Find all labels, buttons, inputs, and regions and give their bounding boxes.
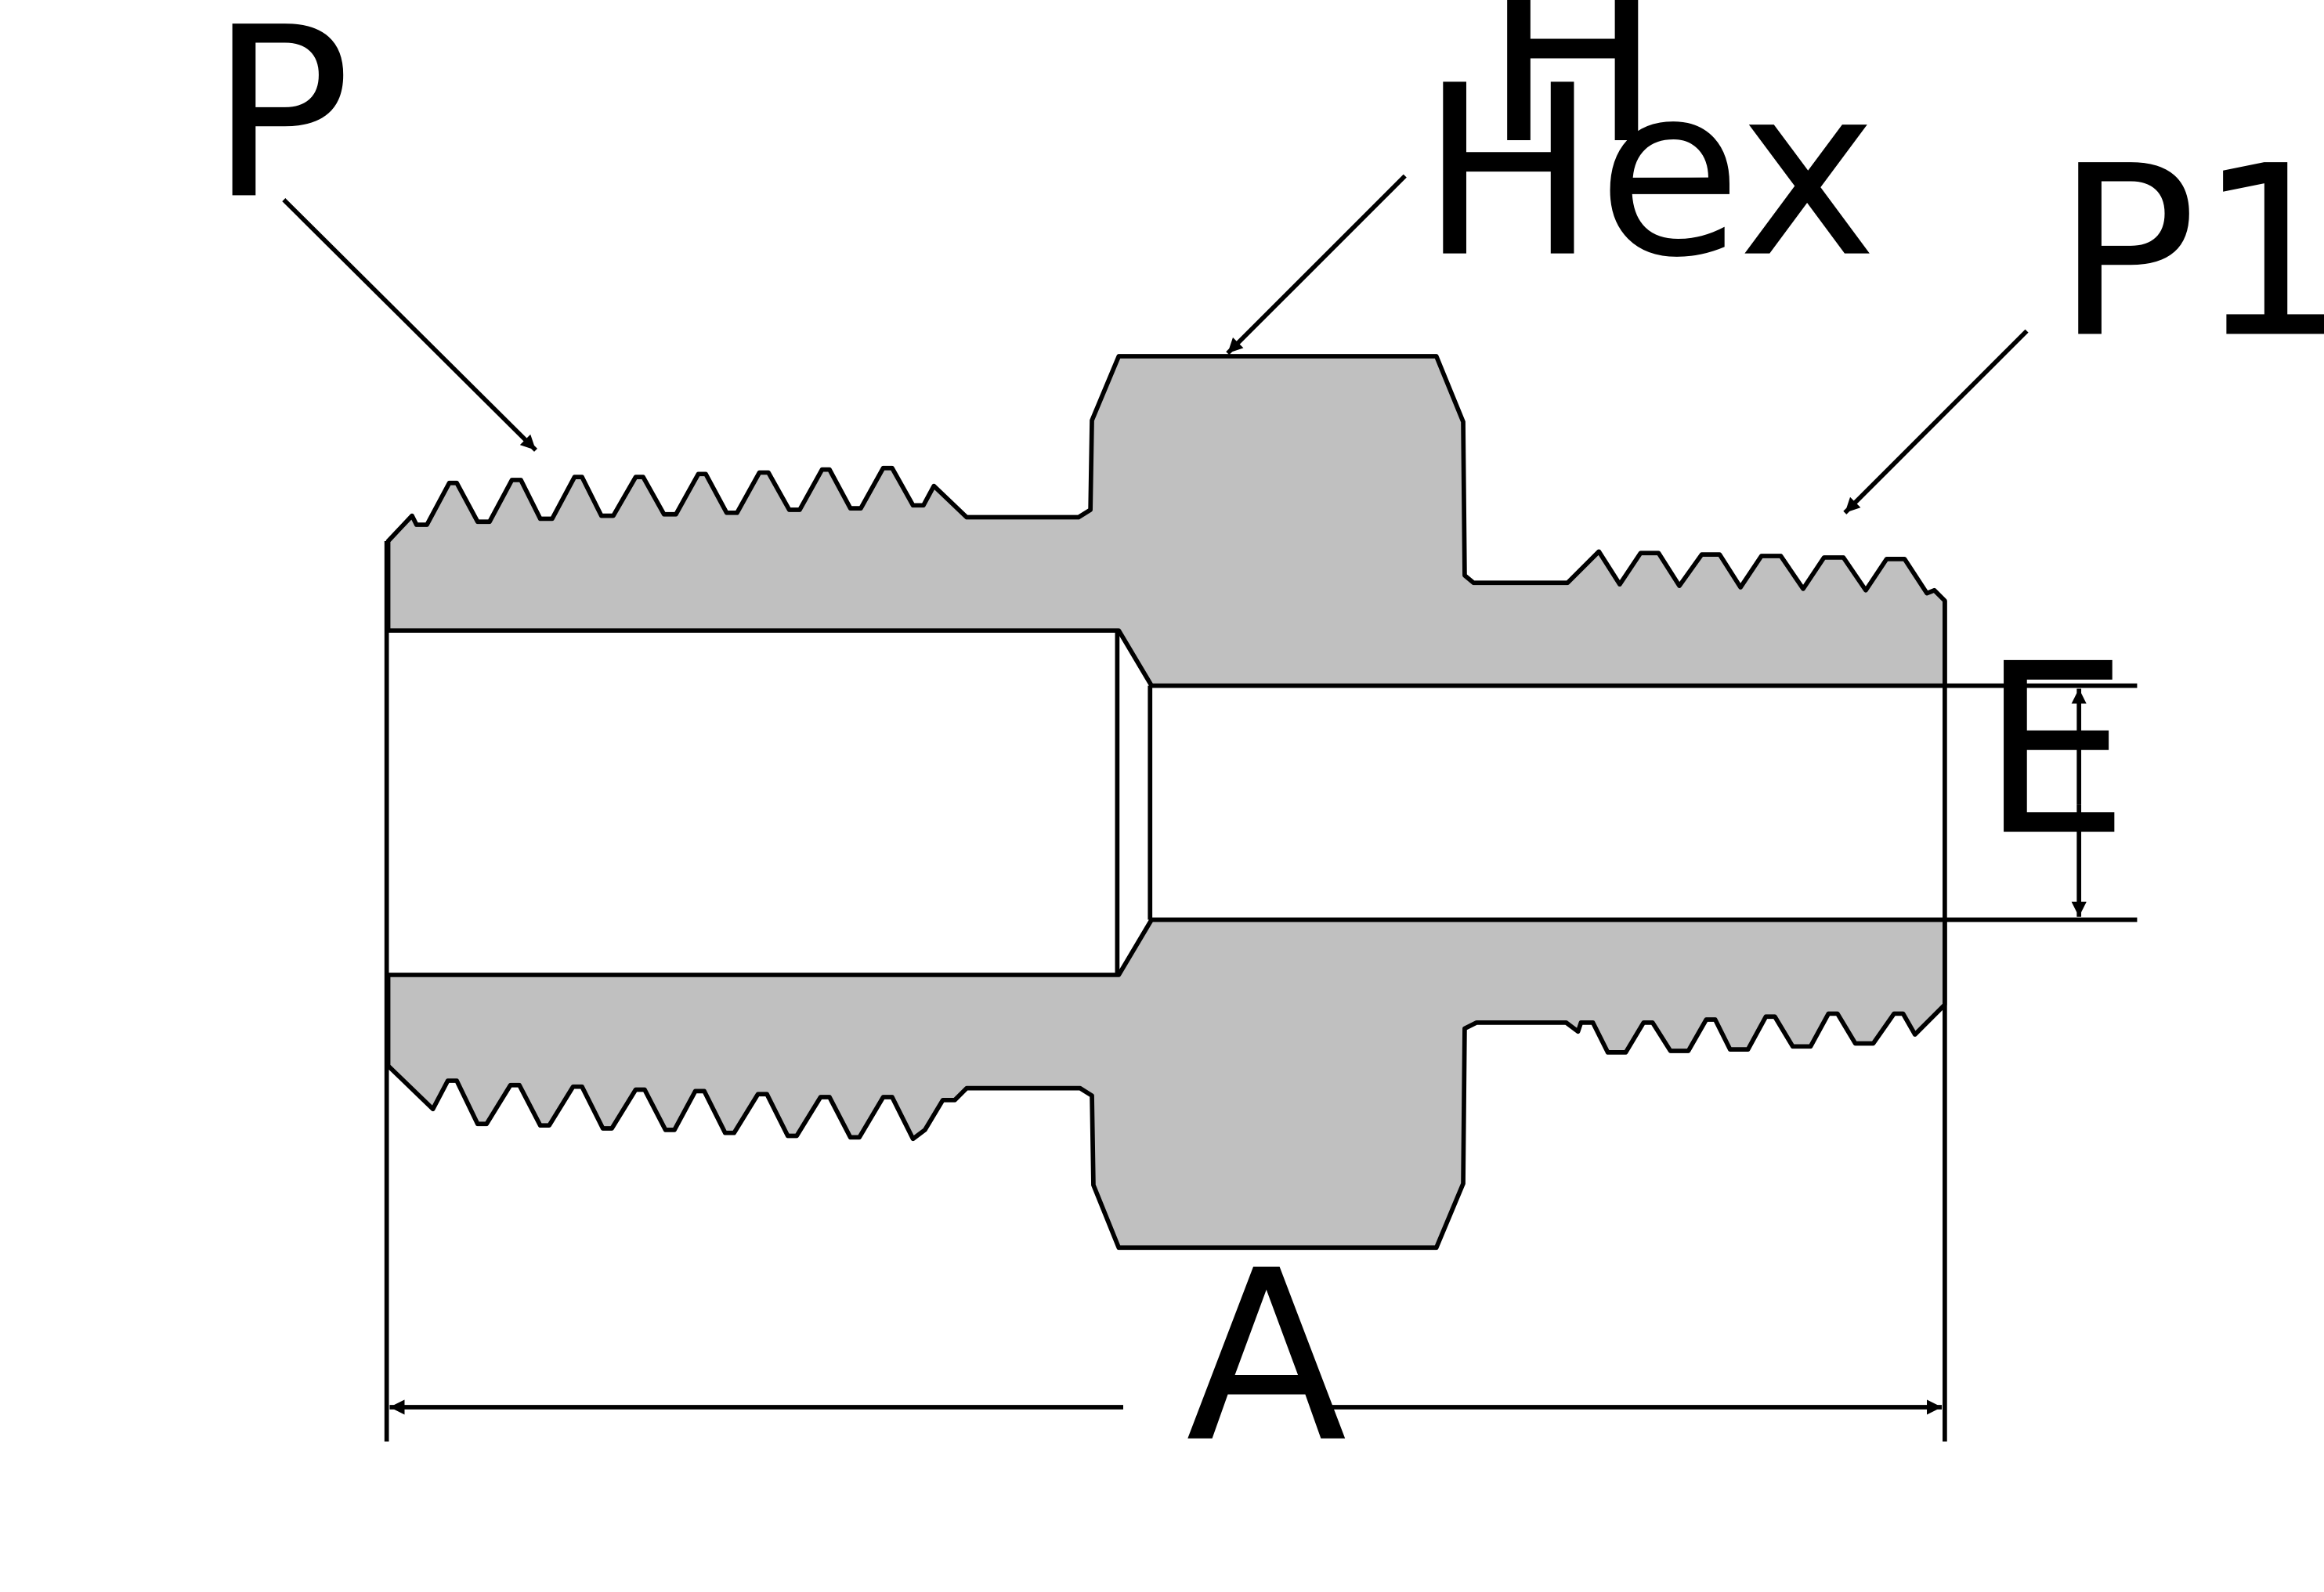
p-leader-arrow — [282, 198, 538, 452]
label-hex: Hex — [1420, 35, 1878, 309]
p1-leader-arrow — [1843, 329, 2029, 514]
hex-leader-arrow — [1226, 174, 1407, 356]
label-e: E — [1981, 613, 2130, 887]
label-h: H — [1484, 0, 1661, 196]
fitting-body-upper — [385, 354, 1947, 688]
label-p: P — [209, 0, 351, 251]
label-a: A — [1186, 1220, 1348, 1494]
label-p1: P1 — [2055, 115, 2324, 389]
fitting-body-lower — [385, 917, 1947, 1251]
